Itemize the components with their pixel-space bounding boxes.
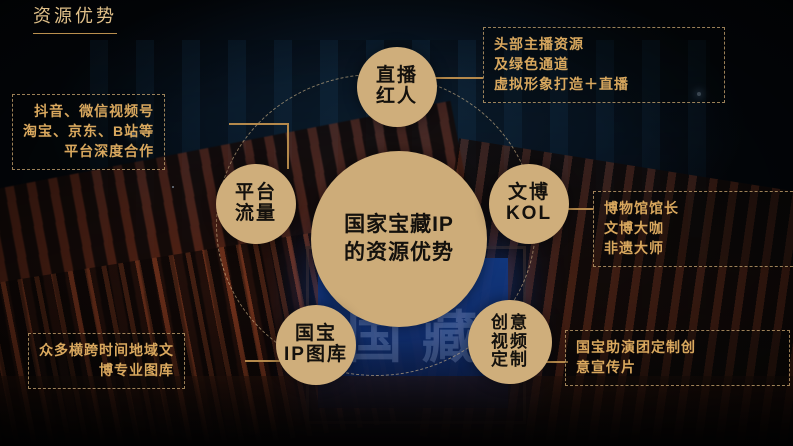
callout-video-detail: 国宝助演团定制创 意宣传片 xyxy=(565,330,790,386)
node-creative-video-line-1: 创意 xyxy=(491,312,529,332)
node-live-influencer-line-1: 直播 xyxy=(375,65,418,87)
connector-kol-horizontal xyxy=(554,208,594,210)
node-ip-image-library-line-2: IP图库 xyxy=(284,344,348,365)
callout-kol-detail-line-2: 文博大咖 xyxy=(604,219,664,236)
node-center-line-1: 国家宝藏IP xyxy=(344,213,454,237)
callout-library-detail: 众多横跨时间地域文 博专业图库 xyxy=(28,333,185,389)
callout-platform-detail-line-3: 平台深度合作 xyxy=(64,142,155,159)
page-title: 资源优势 xyxy=(33,4,117,35)
node-center-core[interactable]: 国家宝藏IP 的资源优势 xyxy=(311,151,487,327)
node-museum-kol-line-1: 文博 xyxy=(507,182,550,204)
node-platform-traffic-line-1: 平台 xyxy=(234,182,277,204)
node-platform-traffic-line-2: 流量 xyxy=(234,203,277,224)
node-museum-kol[interactable]: 文博 KOL xyxy=(489,164,569,244)
callout-video-detail-line-1: 国宝助演团定制创 xyxy=(576,339,696,355)
node-creative-video-line-3: 定制 xyxy=(491,350,529,370)
callout-platform-detail-line-2: 淘宝、京东、B站等 xyxy=(23,122,155,139)
node-museum-kol-line-2: KOL xyxy=(505,203,553,224)
node-live-influencer-line-2: 红人 xyxy=(375,86,418,107)
connector-library-horizontal xyxy=(245,360,285,362)
connector-platform-vertical xyxy=(287,123,289,169)
node-creative-video[interactable]: 创意 视频 定制 xyxy=(468,300,552,384)
node-center-line-2: 的资源优势 xyxy=(344,241,454,264)
node-platform-traffic[interactable]: 平台 流量 xyxy=(216,164,296,244)
callout-kol-detail-line-3: 非遗大师 xyxy=(604,239,664,256)
connector-platform-horizontal xyxy=(229,123,289,125)
callout-platform-detail-line-1: 抖音、微信视频号 xyxy=(34,103,155,119)
callout-platform-detail: 抖音、微信视频号 淘宝、京东、B站等 平台深度合作 xyxy=(12,94,166,170)
node-ip-image-library[interactable]: 国宝 IP图库 xyxy=(276,305,356,385)
callout-live-detail-line-3: 虚拟形象打造＋直播 xyxy=(494,75,629,92)
callout-live-detail-line-1: 头部主播资源 xyxy=(494,36,584,52)
node-ip-image-library-line-1: 国宝 xyxy=(294,323,337,345)
node-creative-video-line-2: 视频 xyxy=(491,331,529,351)
connector-live-horizontal xyxy=(426,77,483,79)
callout-live-detail-line-2: 及绿色通道 xyxy=(494,55,569,72)
callout-library-detail-line-1: 众多横跨时间地域文 xyxy=(39,342,174,358)
connector-video-horizontal xyxy=(540,361,568,363)
callout-library-detail-line-2: 博专业图库 xyxy=(99,361,174,378)
callout-video-detail-line-2: 意宣传片 xyxy=(576,358,636,375)
callout-kol-detail: 博物馆馆长 文博大咖 非遗大师 xyxy=(593,191,793,267)
node-live-influencer[interactable]: 直播 红人 xyxy=(357,47,437,127)
callout-kol-detail-line-1: 博物馆馆长 xyxy=(604,200,679,216)
callout-live-detail: 头部主播资源 及绿色通道 虚拟形象打造＋直播 xyxy=(483,27,725,103)
